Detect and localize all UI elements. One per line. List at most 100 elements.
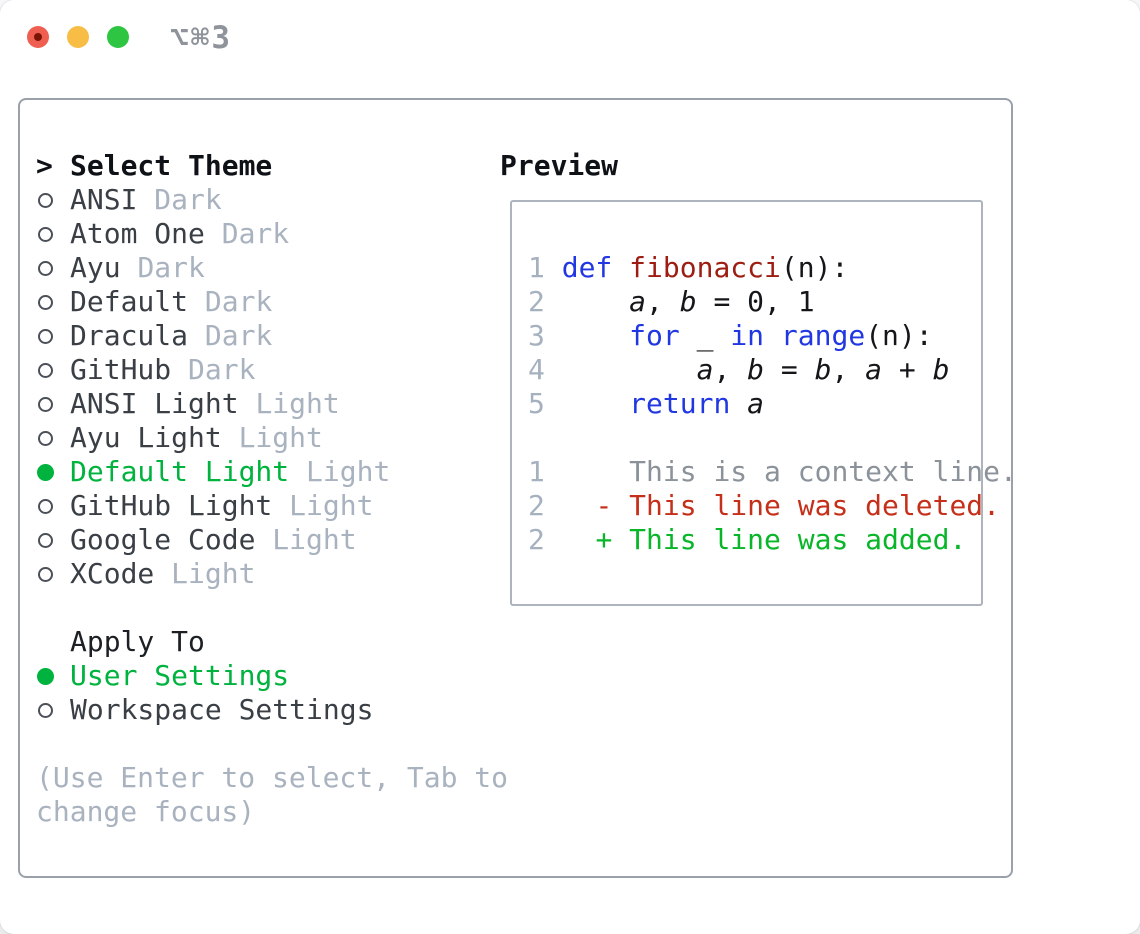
line-number: 1 [528,251,545,284]
code-token [562,387,629,420]
theme-name: Default [70,285,189,318]
code-token: a [747,387,765,420]
hint-text: (Use Enter to select, Tab to change focu… [36,761,509,828]
radio-selected-icon [36,455,70,489]
minimize-button[interactable] [67,26,89,48]
apply-option-label: User Settings [70,659,290,692]
radio-icon [36,353,70,387]
theme-variant-tag: Light [306,455,391,488]
theme-variant-tag: Light [171,557,256,590]
code-token: range [780,319,866,352]
diff-line-added: 2 + This line was added. [528,523,1017,557]
theme-option-github-light[interactable]: GitHub Light Light [36,489,510,523]
code-token: a [629,285,647,318]
code-token: , [646,285,680,318]
theme-option-default-light[interactable]: Default Light Light [36,455,510,489]
theme-option-dracula[interactable]: Dracula Dark [36,319,510,353]
code-token [562,353,697,386]
theme-option-default[interactable]: Default Dark [36,285,510,319]
theme-name: XCode [70,557,155,590]
code-token: = [764,353,815,386]
theme-variant-tag: Dark [221,217,290,250]
main-panel-border [18,98,1013,878]
theme-option-ansi[interactable]: ANSI Dark [36,183,510,217]
theme-name: Dracula [70,319,189,352]
preview-title: Preview [500,149,619,182]
code-line: 1 def fibonacci(n): [528,251,949,285]
apply-to-title: Apply To [70,625,205,658]
code-token: def [561,251,613,284]
radio-icon [36,217,70,251]
apply-option-label: Workspace Settings [70,693,374,726]
theme-variant-tag: Light [255,387,340,420]
radio-icon [36,183,70,217]
code-token: (n): [865,319,933,352]
line-number: 1 [528,455,545,488]
radio-icon [36,489,70,523]
code-token [764,319,781,352]
code-line: 4 a, b = b, a + b [528,353,949,387]
diff-marker: + [595,523,613,556]
code-token [612,251,629,284]
code-token: b [932,353,950,386]
line-number: 5 [528,387,545,420]
theme-name: Default Light [70,455,290,488]
window-shortcut-label: ⌥⌘3 [170,20,232,56]
code-token: , [713,353,748,386]
close-dot-icon [34,33,42,41]
theme-name: ANSI Light [70,387,239,420]
theme-option-atom-one[interactable]: Atom One Dark [36,217,510,251]
cursor-prefix: > [36,149,53,182]
radio-selected-icon [36,659,70,693]
radio-icon [36,421,70,455]
code-token [730,387,747,420]
theme-option-ayu-light[interactable]: Ayu Light Light [36,421,510,455]
radio-icon [36,319,70,353]
code-token: a [865,353,883,386]
theme-variant-tag: Dark [154,183,222,216]
close-button[interactable] [27,26,49,48]
code-token: (n): [780,251,849,284]
code-token: a [696,353,714,386]
zoom-button[interactable] [107,26,129,48]
theme-variant-tag: Dark [204,285,273,318]
code-line: 5 return a [528,387,949,421]
apply-option-workspace-settings[interactable]: Workspace Settings [36,693,510,727]
line-number: 3 [528,319,545,352]
panel-title: Select Theme [70,149,273,182]
theme-variant-tag: Light [238,421,323,454]
diff-marker: - [595,489,613,522]
theme-name: GitHub Light [70,489,273,522]
code-token: in [730,319,765,352]
code-token: b [679,285,697,318]
theme-name: Google Code [70,523,256,556]
theme-variant-tag: Dark [137,251,205,284]
theme-name: Atom One [70,217,205,250]
code-line: 2 a, b = 0, 1 [528,285,949,319]
theme-option-github[interactable]: GitHub Dark [36,353,510,387]
theme-option-ansi-light[interactable]: ANSI Light Light [36,387,510,421]
code-token: for [629,319,680,352]
radio-icon [36,387,70,421]
theme-variant-tag: Dark [188,353,256,386]
radio-icon [36,693,70,727]
theme-option-google-code[interactable]: Google Code Light [36,523,510,557]
code-token: b [747,353,765,386]
code-token: return [629,387,731,420]
theme-option-ayu[interactable]: Ayu Dark [36,251,510,285]
theme-option-xcode[interactable]: XCode Light [36,557,510,591]
line-number: 2 [528,285,545,318]
apply-to-header: Apply To [36,625,510,659]
code-token: fibonacci [629,251,781,284]
code-token [562,319,629,352]
radio-icon [36,523,70,557]
theme-name: GitHub [70,353,172,386]
radio-icon [36,557,70,591]
diff-text: This line was deleted. [629,489,1001,522]
apply-option-user-settings[interactable]: User Settings [36,659,510,693]
